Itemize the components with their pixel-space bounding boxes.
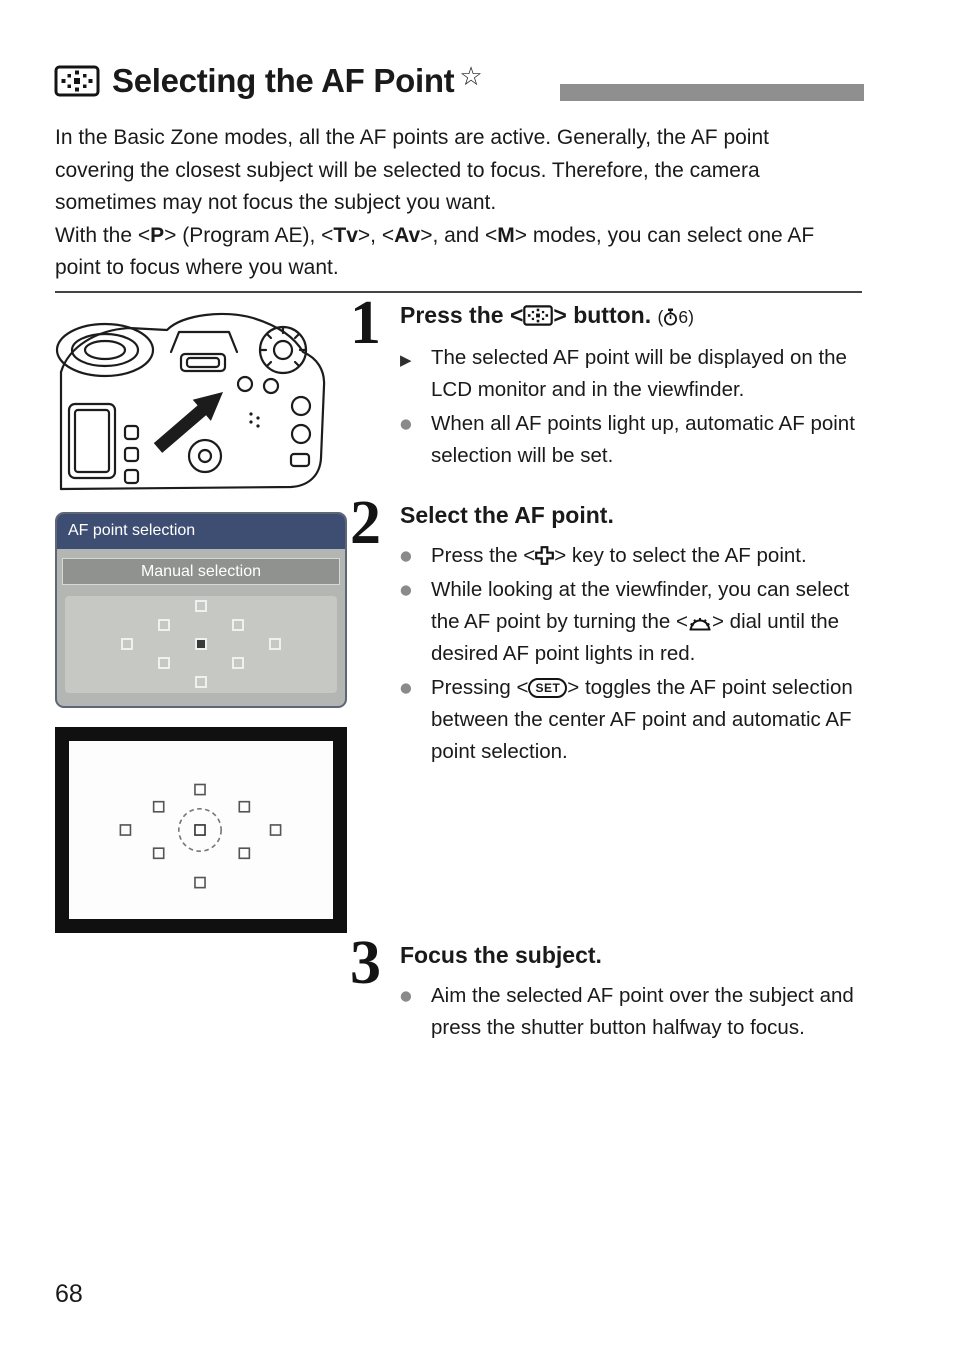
step-2-bullet-1-text: Press the < > key to select the AF point. xyxy=(431,540,864,572)
intro-text: >, < xyxy=(357,223,395,247)
intro-text: >, and < xyxy=(420,223,498,247)
af-point-lower-left xyxy=(158,657,170,669)
viewfinder-af-points xyxy=(119,783,282,889)
creative-zone-star-icon: ☆ xyxy=(459,62,483,92)
paren-open: ( xyxy=(657,307,664,327)
result-arrow-icon: ▶ xyxy=(400,351,412,369)
af-point-selection-button-icon xyxy=(523,305,554,326)
af-point-upper-left xyxy=(158,619,170,631)
step-2-bullet-3-text: Pressing <SET> toggles the AF point sele… xyxy=(431,672,864,768)
camera-illustration-figure xyxy=(55,306,343,494)
timer-duration-note: (6) xyxy=(658,307,694,327)
intro-text: > modes, you can select one AF point to … xyxy=(55,223,815,280)
viewfinder-figure xyxy=(55,727,347,933)
af-point-lower-right xyxy=(232,657,244,669)
step-3-body: Focus the subject. ● Aim the selected AF… xyxy=(400,940,864,1044)
title-rule-bar xyxy=(560,84,864,101)
intro-p1: In the Basic Zone modes, all the AF poin… xyxy=(55,126,769,214)
page-title: Selecting the AF Point☆ xyxy=(112,62,483,100)
step-2-number: 2 xyxy=(350,489,381,557)
step-2-body: Select the AF point. ● Press the < > key … xyxy=(400,500,864,768)
step-1-heading-text: Press the < xyxy=(400,302,524,328)
step-3-bullet-1-text: Aim the selected AF point over the subje… xyxy=(431,984,854,1039)
step-3: 3 Focus the subject. ● Aim the selected … xyxy=(350,932,864,1046)
step-3-bullet-1: ● Aim the selected AF point over the sub… xyxy=(400,980,864,1044)
af-point-selection-icon xyxy=(54,65,100,97)
af-point-right xyxy=(269,638,281,650)
af-point-bottom xyxy=(195,676,207,688)
dot-bullet-icon: ● xyxy=(400,548,412,564)
viewfinder-display xyxy=(69,741,333,919)
mode-av-glyph: Av xyxy=(394,223,421,247)
pointer-arrow xyxy=(153,392,223,453)
dot-bullet-icon: ● xyxy=(400,680,412,696)
step-3-number: 3 xyxy=(350,929,381,997)
step-1-result-bullet: ▶ The selected AF point will be displaye… xyxy=(400,342,864,406)
step-2-bullet-2-text: While looking at the viewfinder, you can… xyxy=(431,574,864,670)
step-2-heading: Select the AF point. xyxy=(400,502,614,528)
step-3-heading: Focus the subject. xyxy=(400,942,602,968)
bullet-text: > dial until the desired AF point lights… xyxy=(431,610,840,665)
cross-keys-icon xyxy=(535,546,555,565)
lcd-option-manual-selection: Manual selection xyxy=(62,558,340,585)
intro-p2: With the <P> (Program AE), <Tv>, <Av>, a… xyxy=(55,220,845,285)
af-point-top xyxy=(195,600,207,612)
timer-seconds: 6 xyxy=(678,307,689,327)
dot-bullet-icon: ● xyxy=(400,582,412,598)
step-1-body: Press the < > button. (6) ▶ The selected … xyxy=(400,300,864,472)
af-point-upper-right xyxy=(232,619,244,631)
main-dial-icon xyxy=(689,618,711,631)
step-2: 2 Select the AF point. ● Press the < > ke… xyxy=(350,492,864,770)
step-2-bullet-2: ● While looking at the viewfinder, you c… xyxy=(400,574,864,670)
page-title-text: Selecting the AF Point xyxy=(112,62,455,99)
intro-paragraph: In the Basic Zone modes, all the AF poin… xyxy=(55,122,845,285)
bullet-text: Pressing < xyxy=(431,676,529,699)
lcd-af-point-grid xyxy=(65,596,337,693)
step-1-heading: Press the < > button. (6) xyxy=(400,300,864,332)
mode-tv-glyph: Tv xyxy=(333,223,358,247)
step-1-bullet-2-text: When all AF points light up, automatic A… xyxy=(431,412,855,467)
bullet-text: While looking at the viewfinder, you can… xyxy=(431,578,850,633)
dot-bullet-icon: ● xyxy=(400,416,412,432)
step-1-bullet-1-text: The selected AF point will be displayed … xyxy=(431,346,847,401)
mode-m-glyph: M xyxy=(497,223,515,247)
step-1: 1 Press the < > button. (6) ▶ The selecte… xyxy=(350,292,864,474)
af-point-left xyxy=(121,638,133,650)
bullet-text: > toggles the AF point selection between… xyxy=(431,676,853,763)
set-button-icon: SET xyxy=(528,678,568,698)
bullet-text: Press the < xyxy=(431,544,536,567)
section-divider xyxy=(55,291,862,293)
dot-bullet-icon: ● xyxy=(400,988,412,1004)
mode-p-glyph: P xyxy=(150,223,165,247)
page-header: Selecting the AF Point☆ xyxy=(54,62,483,100)
lcd-title-bar: AF point selection xyxy=(57,514,345,549)
step-2-bullet-1: ● Press the < > key to select the AF poin… xyxy=(400,540,864,572)
intro-text: With the < xyxy=(55,223,151,247)
paren-close: ) xyxy=(688,307,694,327)
af-point-center-selected xyxy=(195,638,207,650)
lcd-menu-screen: AF point selection Manual selection xyxy=(55,512,347,708)
bullet-text: > key to select the AF point. xyxy=(554,544,807,567)
page-number: 68 xyxy=(55,1280,83,1308)
timer-icon xyxy=(664,308,678,326)
step-1-heading-text-2: > button. xyxy=(553,302,652,328)
camera-illustration xyxy=(55,312,326,491)
step-1-number: 1 xyxy=(350,289,381,357)
step-2-bullet-3: ● Pressing <SET> toggles the AF point se… xyxy=(400,672,864,768)
step-1-note-bullet: ● When all AF points light up, automatic… xyxy=(400,408,864,472)
intro-text: > (Program AE), < xyxy=(164,223,334,247)
